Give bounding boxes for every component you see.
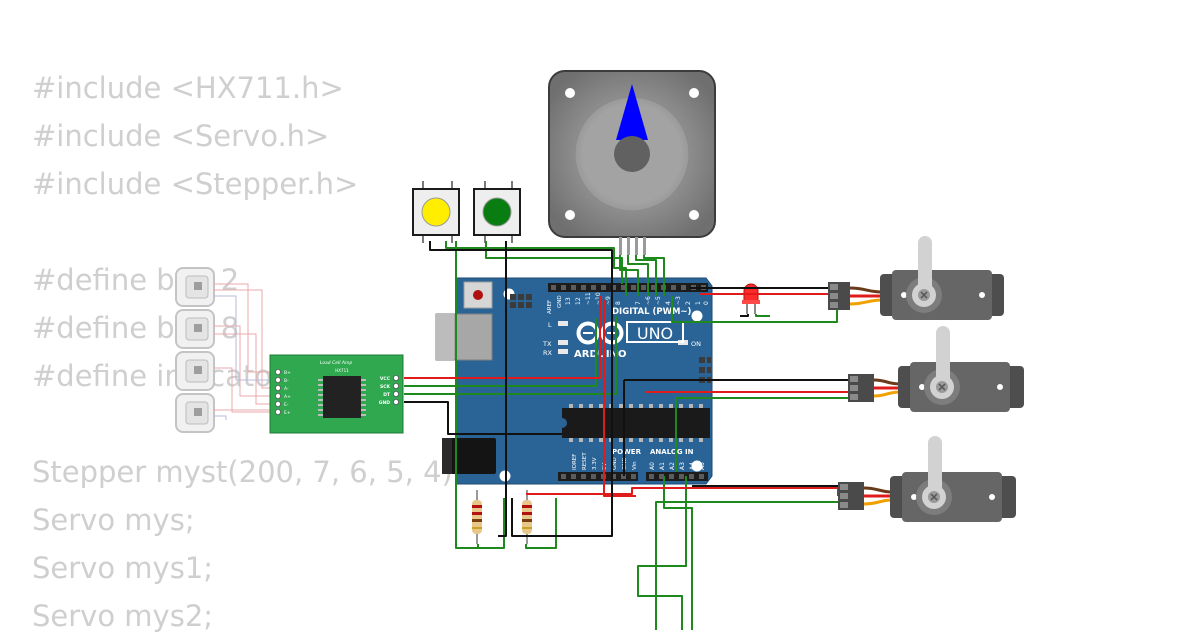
- led-on-label: ON: [691, 340, 701, 348]
- servo-motor-1[interactable]: [828, 236, 1004, 320]
- led-tx-label: TX: [542, 340, 552, 348]
- digital-pin-4: 4: [665, 301, 672, 305]
- push-button-green[interactable]: [473, 181, 521, 243]
- led-l-label: L: [548, 321, 552, 329]
- gnd-label-bottom: GND: [612, 457, 618, 470]
- digital-pin-8: 8: [615, 301, 622, 305]
- hx711-pin-aminus: A-: [284, 386, 289, 392]
- aref-label: AREF: [547, 300, 553, 314]
- stepper-direction-indicator: [616, 84, 648, 140]
- reset-label: RESET: [582, 452, 588, 470]
- hx711-pin-dt: DT: [383, 392, 391, 398]
- digital-pin-0: 0: [703, 301, 710, 305]
- code-line: Stepper myst(200, 7, 6, 5, 4);: [32, 455, 463, 489]
- power-header: [558, 472, 638, 481]
- analog-pin-a3: A3: [679, 462, 686, 470]
- hx711-pin-aplus: A+: [284, 394, 291, 400]
- digital-pin-6: ~6: [645, 296, 652, 305]
- ioref-label: IOREF: [572, 454, 578, 470]
- load-cell-3[interactable]: [175, 351, 215, 391]
- digital-pin-3: ~3: [675, 296, 682, 305]
- analog-pin-a2: A2: [669, 462, 676, 470]
- load-cell-4[interactable]: [175, 393, 215, 433]
- load-cell-1[interactable]: [175, 267, 215, 307]
- analog-pin-a5: A5: [699, 462, 706, 470]
- v33-label: 3.3V: [592, 457, 598, 470]
- hx711-pin-bplus: B+: [284, 370, 291, 376]
- code-line: Servo mys2;: [32, 599, 214, 633]
- digital-pin-7: 7: [635, 301, 642, 305]
- uno-model-label: UNO: [637, 324, 673, 343]
- digital-pin-9: ~9: [605, 296, 612, 305]
- vin-label: Vin: [632, 461, 638, 470]
- hx711-pin-eminus: E-: [284, 402, 289, 408]
- code-line: Servo mys;: [32, 503, 195, 537]
- servo-motor-2[interactable]: [848, 326, 1024, 412]
- load-cell-2[interactable]: [175, 309, 215, 349]
- digital-header-label: DIGITAL (PWM~): [612, 307, 692, 317]
- digital-pin-12: 12: [575, 297, 582, 305]
- hx711-pin-bminus: B-: [284, 378, 289, 384]
- analog-header: [646, 472, 708, 481]
- hx711-title: Load Cell Amp: [320, 360, 353, 366]
- code-line: Servo mys1;: [32, 551, 214, 585]
- power-header-label: POWER: [612, 448, 642, 456]
- atmega-chip: [562, 408, 710, 438]
- analog-pin-a1: A1: [659, 462, 666, 470]
- stepper-motor[interactable]: [548, 70, 716, 255]
- digital-pin-11: ~11: [585, 292, 592, 305]
- servo-motor-3[interactable]: [838, 436, 1016, 522]
- hx711-pin-vcc: VCC: [380, 376, 391, 382]
- load-cell-wires: [214, 283, 278, 421]
- led-rx-label: RX: [543, 349, 553, 357]
- digital-pin-10: ~10: [595, 292, 602, 305]
- hx711-module[interactable]: Load Cell Amp HX711 B+ B- A- A+ E- E+ VC…: [269, 354, 404, 434]
- code-line: #include <Servo.h>: [32, 119, 330, 153]
- hx711-pin-gnd: GND: [379, 400, 390, 406]
- hx711-chip-label: HX711: [335, 368, 349, 373]
- hx711-pin-eplus: E+: [284, 410, 291, 416]
- digital-header: [548, 283, 708, 292]
- digital-pin-5: ~5: [655, 296, 662, 305]
- hx711-pin-sck: SCK: [380, 384, 391, 390]
- digital-pin-1: 1: [695, 301, 702, 305]
- code-line: #include <Stepper.h>: [32, 167, 359, 201]
- digital-pin-13: 13: [565, 297, 572, 305]
- wires: [404, 241, 862, 630]
- gnd-label-top: GND: [557, 295, 563, 308]
- resistor-1: [472, 490, 482, 544]
- digital-pin-2: 2: [685, 301, 692, 305]
- analog-pin-a0: A0: [649, 462, 656, 470]
- analog-pin-a4: A4: [689, 462, 696, 470]
- analog-header-label: ANALOG IN: [650, 448, 694, 456]
- code-line: #include <HX711.h>: [32, 71, 344, 105]
- push-button-yellow[interactable]: [412, 181, 460, 243]
- resistor-2: [522, 490, 532, 544]
